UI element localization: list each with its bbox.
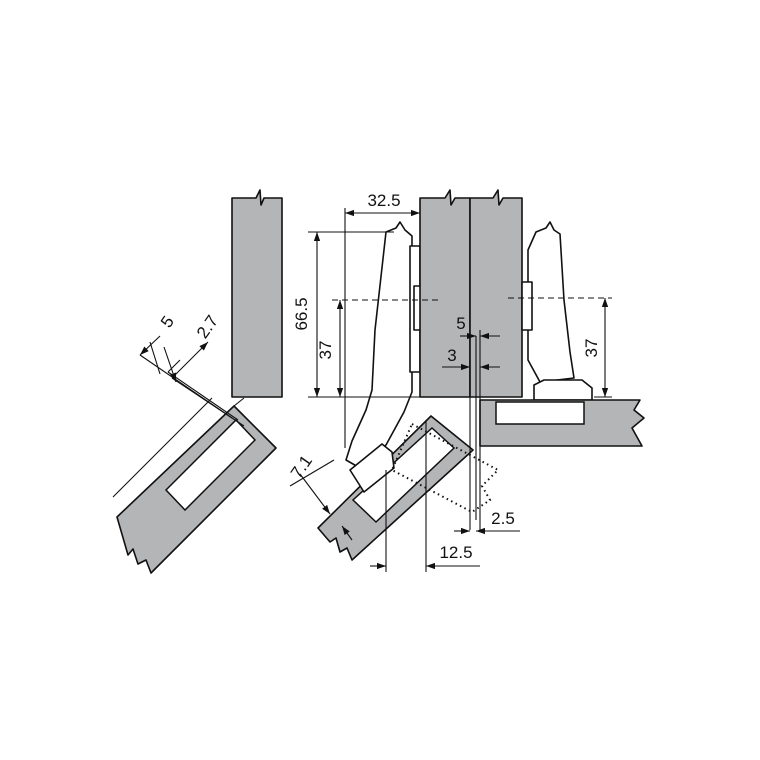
left-detail bbox=[112, 189, 283, 574]
right-side-panel bbox=[469, 189, 523, 398]
dimension-5: 5 bbox=[456, 314, 465, 333]
left-cup-recess bbox=[164, 418, 257, 512]
dimension-66-5: 66.5 bbox=[292, 297, 311, 330]
center-side-panel bbox=[419, 189, 471, 398]
dimension-angle-2-7: 2.7 bbox=[193, 312, 222, 342]
hinge-arm bbox=[345, 221, 413, 469]
right-hinge-arm bbox=[527, 221, 575, 383]
left-side-panel bbox=[231, 189, 283, 398]
right-hinge-plate bbox=[521, 281, 533, 331]
dimension-angle-5: 5 bbox=[157, 313, 178, 332]
left-angle-dimensions: 5 2.7 bbox=[139, 312, 245, 427]
center-detail bbox=[317, 189, 645, 561]
dimension-32-5: 32.5 bbox=[367, 191, 400, 210]
dimension-7-1: 7.1 bbox=[287, 452, 316, 482]
dimension-37-left: 37 bbox=[316, 341, 335, 360]
dimension-3: 3 bbox=[447, 346, 456, 365]
dimension-2-5: 2.5 bbox=[491, 509, 515, 528]
dimension-12-5: 12.5 bbox=[439, 543, 472, 562]
dimension-37-right: 37 bbox=[582, 339, 601, 358]
right-hinge-cup bbox=[533, 379, 593, 401]
center-hinge-cup bbox=[349, 443, 395, 493]
open-position-outline bbox=[390, 422, 500, 514]
right-cup-recess bbox=[495, 401, 585, 425]
